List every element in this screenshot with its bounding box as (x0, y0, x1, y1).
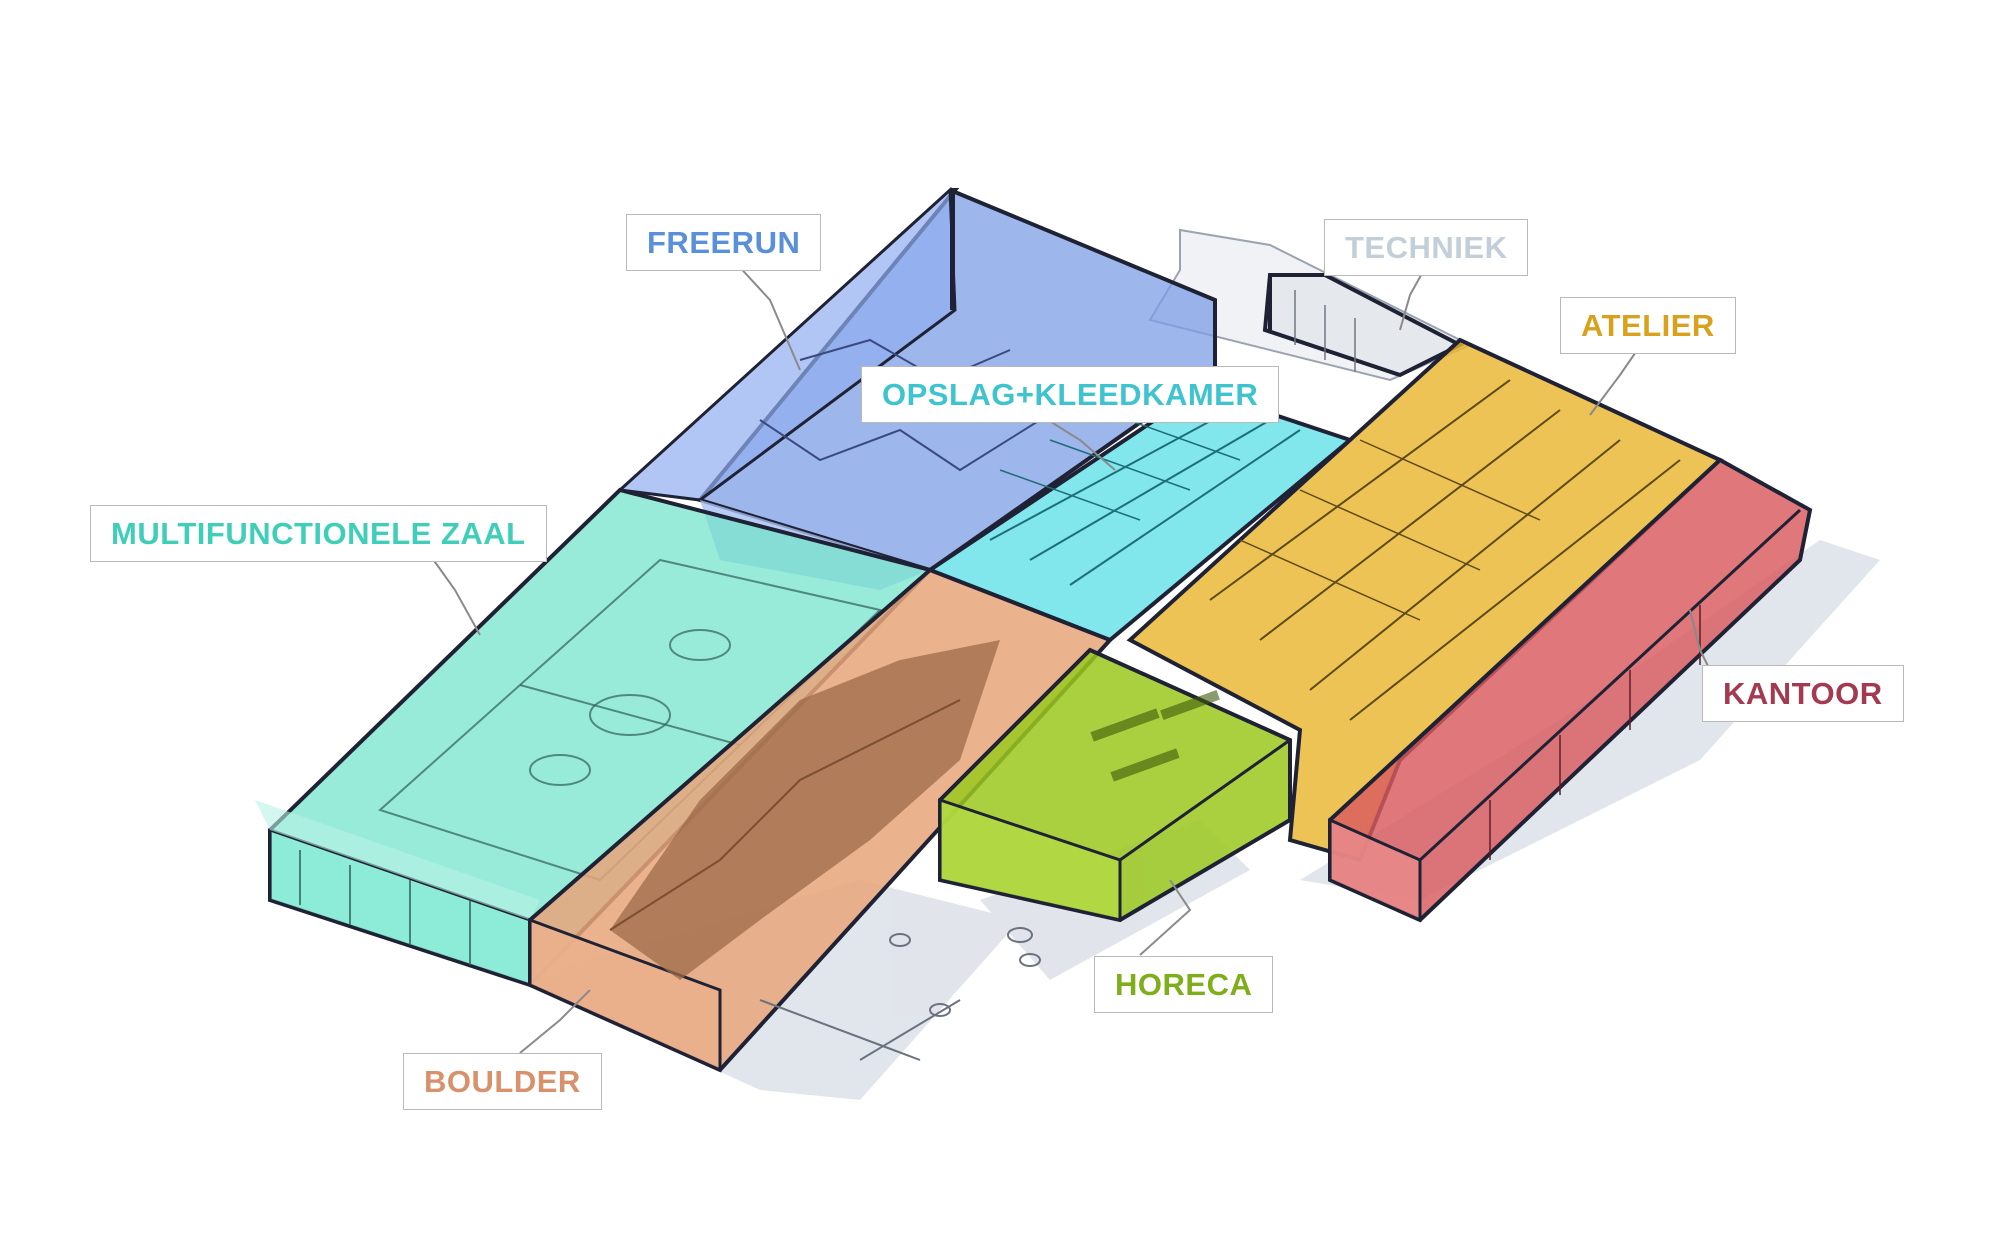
label-horeca: HORECA (1094, 956, 1274, 1013)
atelier-block (1126, 337, 1724, 863)
horeca-block (938, 647, 1292, 923)
leader-freerun (734, 261, 801, 371)
leader-multi (429, 554, 481, 636)
kantoor-block (1328, 457, 1813, 923)
leader-techniek (1399, 267, 1426, 331)
label-boulder: BOULDER (403, 1053, 602, 1110)
label-atelier: ATELIER (1560, 297, 1736, 354)
techniek-block (1148, 228, 1473, 382)
label-kantoor: KANTOOR (1702, 665, 1904, 722)
leader-boulder (519, 989, 591, 1054)
label-techniek: TECHNIEK (1324, 219, 1529, 276)
label-freerun: FREERUN (626, 214, 822, 271)
label-opslag-kleedkamer: OPSLAG+KLEEDKAMER (861, 366, 1280, 423)
leader-lines (429, 261, 1721, 1054)
leader-atelier (1589, 345, 1641, 416)
label-multifunctionele-zaal: MULTIFUNCTIONELE ZAAL (90, 505, 547, 562)
boulder-block (528, 567, 1114, 1073)
leader-horeca (1139, 879, 1192, 956)
terrace-tables (759, 927, 1041, 1061)
leader-opslag (1039, 414, 1116, 471)
